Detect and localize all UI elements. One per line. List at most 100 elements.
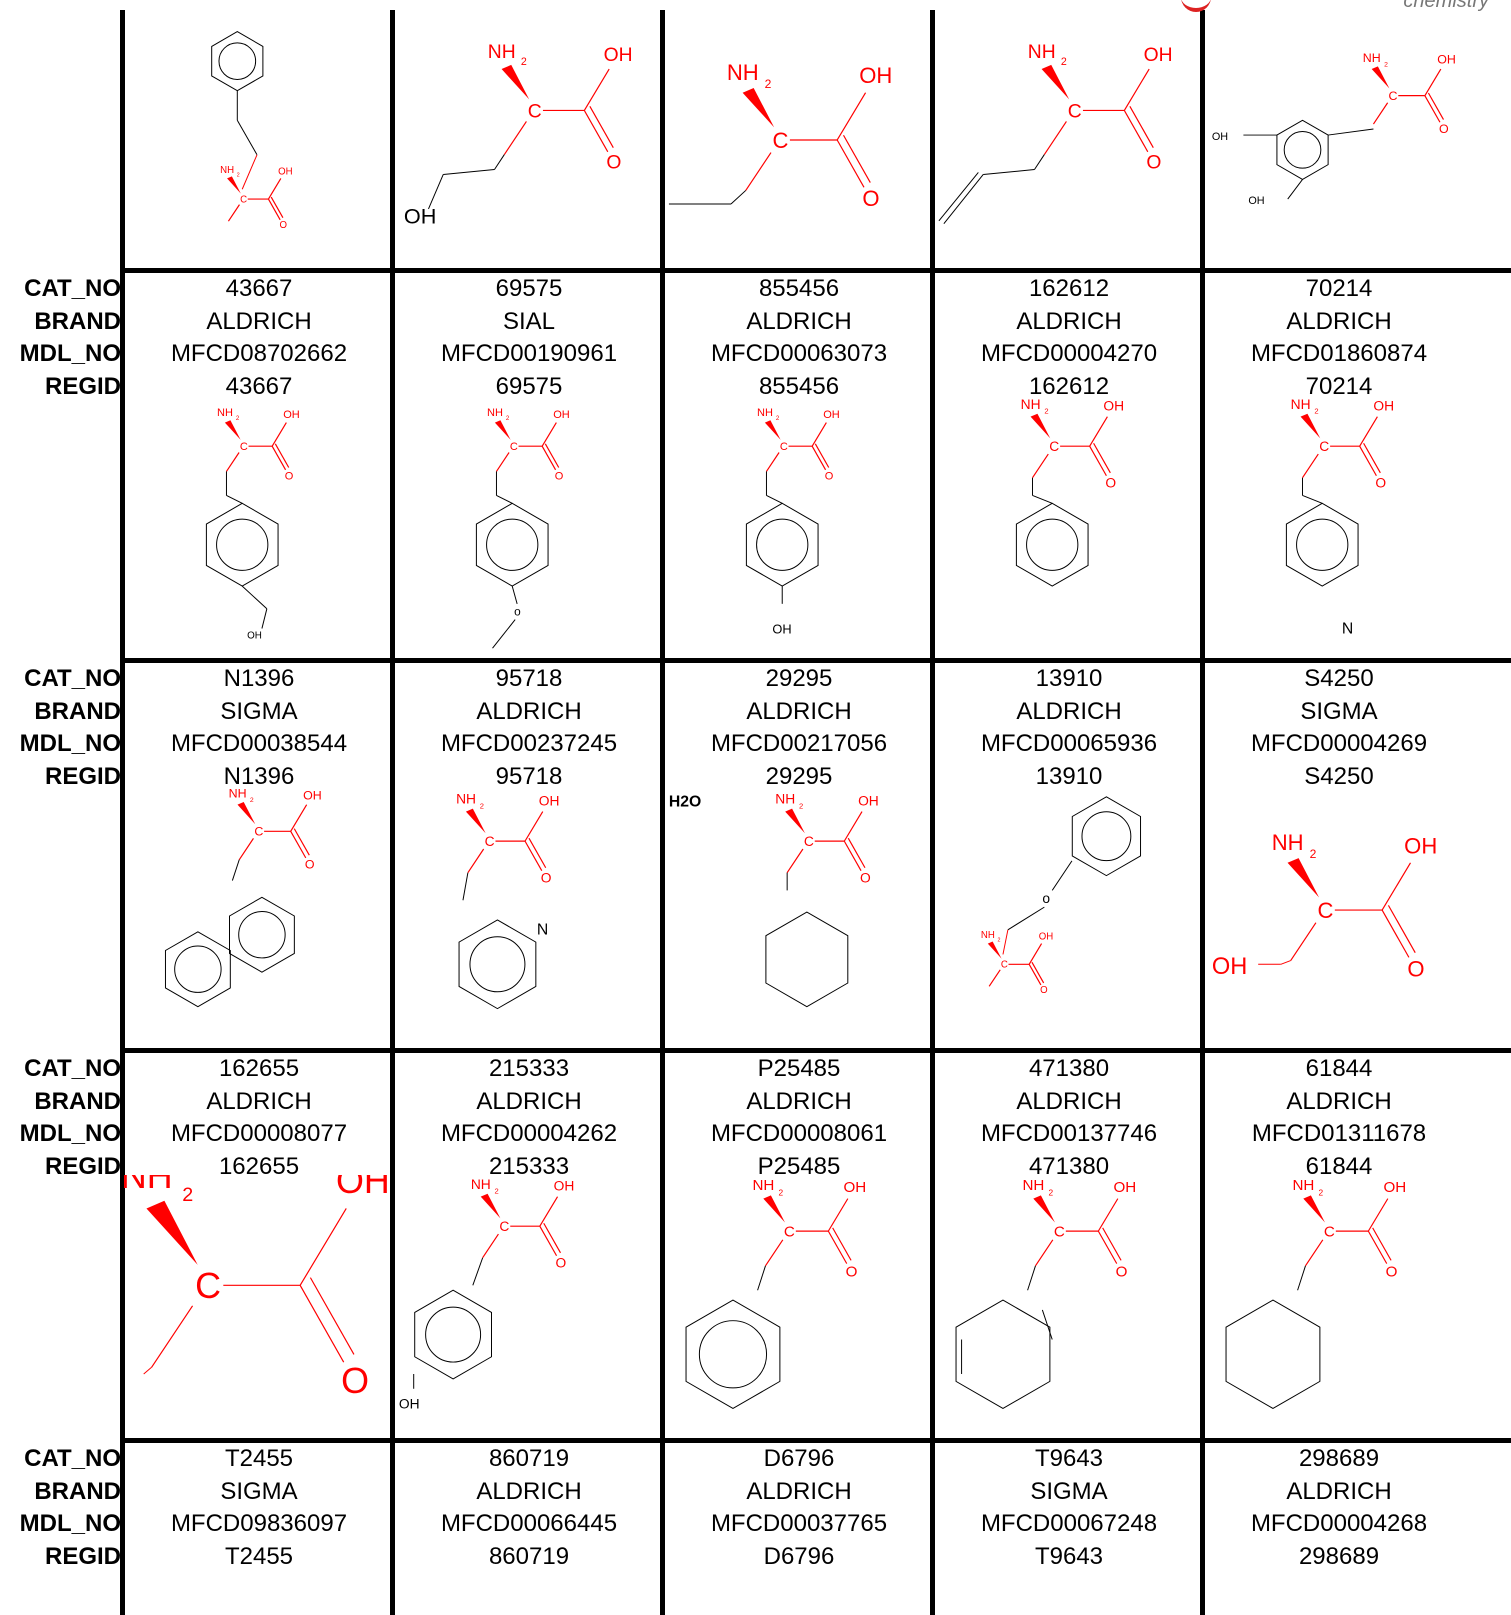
alpha-carbon-label: C [485, 834, 495, 849]
benzene-ring [1285, 502, 1359, 587]
amine-label: NH [487, 407, 503, 419]
compound-brand: ALDRICH [1016, 307, 1122, 335]
compound-brand: ALDRICH [1286, 1477, 1392, 1505]
hydroxyl-label: OH [604, 45, 633, 66]
field-label-cat-no: CAT_NO [24, 665, 121, 692]
compound-mdl-no: MFCD01311678 [1251, 1120, 1427, 1147]
benzene-ring [211, 31, 264, 92]
row-divider [124, 268, 1511, 273]
compound-mdl-no: MFCD00038544 [170, 730, 348, 757]
compound-mdl-no: MFCD00190961 [440, 340, 618, 367]
hydroxyl-label: OH [539, 794, 560, 809]
field-label-cat-no: CAT_NO [24, 275, 121, 302]
compound-mdl-no: MFCD00065936 [980, 730, 1158, 757]
compound-brand: ALDRICH [476, 1477, 582, 1505]
carbonyl-oxygen-label: O [860, 871, 871, 886]
alpha-carbon-label: C [510, 441, 518, 453]
compound-cat-no: T9643 [1034, 1445, 1104, 1472]
svg-text:H2O: H2O [669, 794, 701, 811]
field-label-brand: BRAND [34, 697, 121, 725]
svg-text:o: o [514, 605, 521, 619]
svg-text:2: 2 [182, 1184, 193, 1206]
naphthalene-ring-a [229, 896, 295, 973]
hydroxyl-label: OH [283, 409, 300, 421]
alpha-carbon-label: C [254, 825, 263, 839]
catechol-ring [1276, 119, 1329, 180]
compound-brand: ALDRICH [1286, 307, 1392, 335]
compound-cat-no: 855456 [758, 275, 840, 302]
compound-mdl-no: MFCD09836097 [170, 1510, 348, 1537]
compound-cat-no: D6796 [763, 1445, 835, 1472]
alpha-carbon-label: C [499, 1219, 509, 1234]
compound-brand: ALDRICH [206, 1087, 312, 1115]
compound-regid: 70214 [1305, 372, 1373, 400]
field-label-regid: REGID [44, 372, 121, 400]
hydroxyl-label: OH [1373, 399, 1394, 414]
field-label-mdl-no: MDL_NO [19, 1120, 121, 1147]
column-divider [390, 10, 395, 1615]
compound-brand: ALDRICH [746, 1477, 852, 1505]
amine-label: NH [1021, 397, 1041, 412]
carbonyl-oxygen-label: O [825, 470, 834, 482]
svg-text:2: 2 [1061, 56, 1067, 68]
benzene-ring [475, 502, 549, 587]
compound-cat-no: 215333 [488, 1055, 570, 1082]
cyclohexane-ring [765, 911, 849, 1008]
compound-brand: ALDRICH [206, 307, 312, 335]
amine-label: NH [727, 60, 759, 85]
carbonyl-oxygen-label: O [556, 1256, 567, 1271]
carbonyl-oxygen-label: O [279, 220, 287, 231]
alpha-carbon-label: C [1319, 439, 1329, 454]
compound-cat-no: T2455 [224, 1445, 294, 1472]
svg-text:2: 2 [1044, 407, 1048, 416]
amine-label: NH [229, 787, 247, 801]
hydroxyl-label: OH [278, 166, 292, 177]
compound-cat-no: 70214 [1305, 275, 1373, 302]
compound-cat-no: P25485 [757, 1055, 841, 1082]
compound-regid: 13910 [1035, 762, 1103, 790]
svg-text:2: 2 [1384, 61, 1388, 68]
field-label-mdl-no: MDL_NO [19, 1510, 121, 1537]
compound-mdl-no: MFCD00008061 [710, 1120, 888, 1147]
compound-regid: 69575 [495, 372, 563, 400]
svg-text:2: 2 [480, 802, 484, 811]
hydroxyl-label: OH [823, 409, 840, 421]
alpha-carbon-label: C [780, 441, 788, 453]
compound-regid: T9643 [1034, 1542, 1104, 1570]
svg-text:2: 2 [506, 416, 510, 422]
logo-icon [1181, 0, 1211, 12]
carbonyl-oxygen-label: O [1116, 1264, 1128, 1281]
compound-regid: 855456 [758, 372, 840, 400]
compound-regid: 215333 [488, 1152, 570, 1180]
